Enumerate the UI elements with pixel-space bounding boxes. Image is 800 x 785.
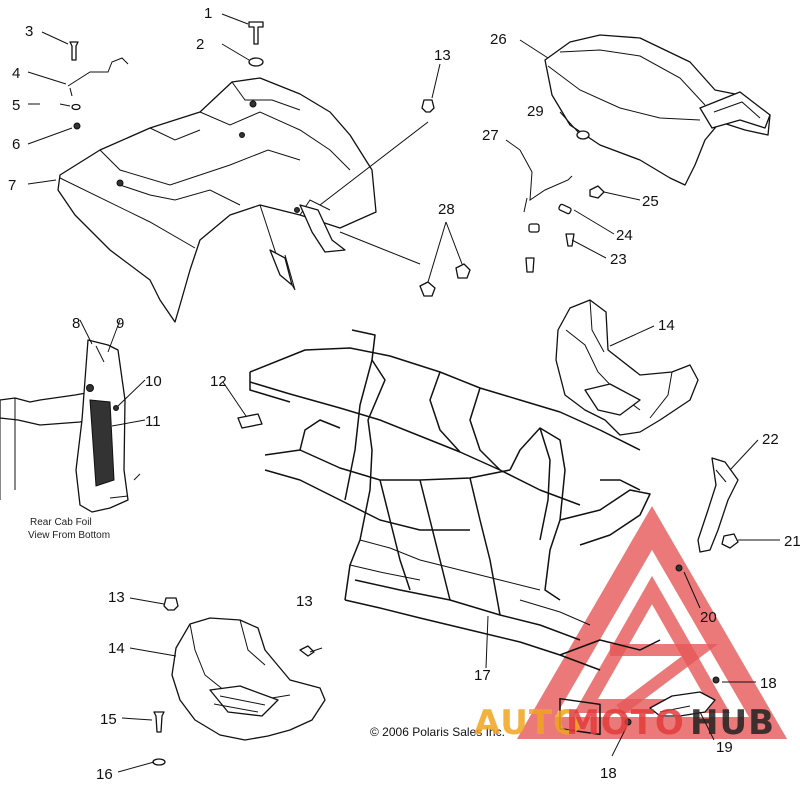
callout-15: 15 bbox=[100, 711, 117, 728]
callout-5: 5 bbox=[12, 97, 20, 114]
callout-29: 29 bbox=[527, 103, 544, 120]
push-rivet bbox=[421, 99, 435, 113]
callout-8: 8 bbox=[72, 315, 80, 332]
callout-6: 6 bbox=[12, 136, 20, 153]
callout-22: 22 bbox=[762, 431, 779, 448]
callout-3: 3 bbox=[25, 23, 33, 40]
inset-caption-line2: View From Bottom bbox=[28, 530, 110, 541]
callout-12: 12 bbox=[210, 373, 227, 390]
callout-18-right: 18 bbox=[760, 675, 777, 692]
callout-18-bottom: 18 bbox=[600, 765, 617, 782]
watermark-logo bbox=[516, 506, 788, 739]
callout-13-left: 13 bbox=[108, 589, 125, 606]
callout-4: 4 bbox=[12, 65, 20, 82]
callout-16: 16 bbox=[96, 766, 113, 783]
callout-27: 27 bbox=[482, 127, 499, 144]
watermark-text: AUTO MOTO HUB bbox=[474, 703, 775, 743]
watermark-text-moto: MOTO bbox=[566, 703, 685, 743]
watermark-text-auto: AUTO bbox=[474, 703, 583, 743]
foil-inset bbox=[0, 339, 141, 513]
watermark-text-hub: HUB bbox=[690, 703, 775, 743]
bracket bbox=[675, 457, 739, 572]
copyright-notice: © 2006 Polaris Sales Inc. bbox=[370, 725, 505, 739]
callout-14-right: 14 bbox=[658, 317, 675, 334]
frame bbox=[249, 329, 661, 736]
callout-11: 11 bbox=[145, 413, 161, 430]
callout-2: 2 bbox=[196, 36, 204, 53]
nuts bbox=[419, 263, 471, 297]
leader-lines bbox=[27, 13, 780, 773]
callout-labels: 1 2 3 4 5 6 7 8 9 10 11 12 13 13 13 14 1… bbox=[8, 5, 800, 783]
seat bbox=[544, 34, 771, 186]
callout-13-mid: 13 bbox=[296, 593, 313, 610]
callout-24: 24 bbox=[616, 227, 633, 244]
footwell-right bbox=[555, 299, 699, 436]
rear-cab-hardware bbox=[67, 21, 264, 130]
callout-7: 7 bbox=[8, 177, 16, 194]
callout-10: 10 bbox=[145, 373, 162, 390]
callout-28: 28 bbox=[438, 201, 455, 218]
seat-latch-parts bbox=[519, 149, 605, 273]
inset-caption-line1: Rear Cab Foil bbox=[30, 517, 92, 528]
callout-23: 23 bbox=[610, 251, 627, 268]
callout-9: 9 bbox=[116, 315, 124, 332]
callout-1: 1 bbox=[204, 5, 212, 22]
callout-13-top: 13 bbox=[434, 47, 451, 64]
callout-19: 19 bbox=[716, 739, 733, 756]
callout-21: 21 bbox=[784, 533, 800, 550]
callout-14-left: 14 bbox=[108, 640, 125, 657]
callout-26: 26 bbox=[490, 31, 507, 48]
decal bbox=[237, 413, 263, 429]
skid-plate bbox=[624, 676, 720, 726]
rear-cab bbox=[57, 77, 377, 323]
lower-hardware bbox=[152, 597, 323, 766]
footwell-left bbox=[171, 617, 326, 741]
callout-20: 20 bbox=[700, 609, 717, 626]
callout-17: 17 bbox=[474, 667, 491, 684]
callout-25: 25 bbox=[642, 193, 659, 210]
